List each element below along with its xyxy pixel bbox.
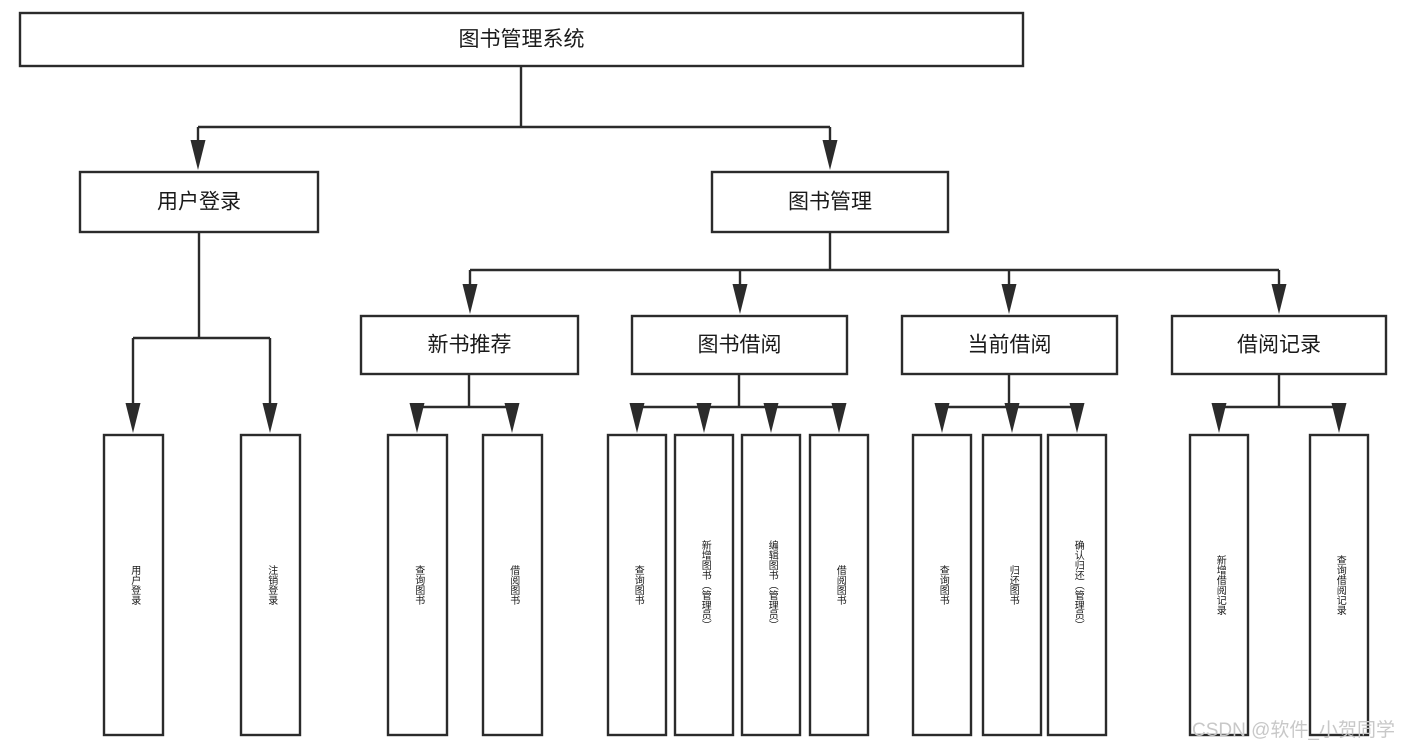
connector-group — [462, 232, 1287, 314]
node-box[interactable] — [386, 433, 449, 737]
connector-group — [934, 374, 1085, 433]
node-label: 图书管理系统 — [459, 28, 585, 51]
connector-arrowhead-icon — [934, 403, 950, 433]
node-leaf-10[interactable] — [1046, 433, 1108, 737]
node-box[interactable] — [911, 433, 973, 737]
node-box[interactable] — [673, 433, 735, 737]
connector-group — [125, 232, 278, 433]
node-box[interactable] — [1188, 433, 1250, 737]
node-level1-0[interactable]: 用户登录 — [78, 170, 320, 234]
node-leaf-9[interactable] — [981, 433, 1043, 737]
node-leaf-0[interactable] — [102, 433, 165, 737]
connector-arrowhead-icon — [1004, 403, 1020, 433]
node-leaf-12[interactable] — [1308, 433, 1370, 737]
connector-arrowhead-icon — [262, 403, 278, 433]
node-box[interactable] — [808, 433, 870, 737]
node-label: 当前借阅 — [968, 334, 1052, 357]
node-box[interactable] — [481, 433, 544, 737]
connector-arrowhead-icon — [462, 284, 478, 314]
connector-arrowhead-icon — [1001, 284, 1017, 314]
node-box[interactable] — [981, 433, 1043, 737]
connector-arrowhead-icon — [1211, 403, 1227, 433]
connector-group — [190, 66, 838, 170]
connector-group — [629, 374, 847, 433]
connector-group — [1211, 374, 1347, 433]
node-box[interactable] — [359, 314, 580, 376]
connector-arrowhead-icon — [831, 403, 847, 433]
connector-arrowhead-icon — [1271, 284, 1287, 314]
node-box[interactable] — [1170, 314, 1388, 376]
connector-arrowhead-icon — [504, 403, 520, 433]
node-box[interactable] — [1046, 433, 1108, 737]
node-label: 借阅记录 — [1237, 334, 1321, 357]
node-level2-2[interactable]: 当前借阅 — [900, 314, 1119, 376]
connector-arrowhead-icon — [125, 403, 141, 433]
node-leaf-4[interactable] — [606, 433, 668, 737]
node-level2-3[interactable]: 借阅记录 — [1170, 314, 1388, 376]
connector-arrowhead-icon — [1069, 403, 1085, 433]
connector-arrowhead-icon — [1331, 403, 1347, 433]
node-box[interactable] — [239, 433, 302, 737]
connector-arrowhead-icon — [763, 403, 779, 433]
node-leaf-1[interactable] — [239, 433, 302, 737]
node-level2-0[interactable]: 新书推荐 — [359, 314, 580, 376]
node-leaf-8[interactable] — [911, 433, 973, 737]
node-box[interactable] — [900, 314, 1119, 376]
node-leaf-6[interactable] — [740, 433, 802, 737]
node-box[interactable] — [630, 314, 849, 376]
node-leaf-3[interactable] — [481, 433, 544, 737]
node-level1-1[interactable]: 图书管理 — [710, 170, 950, 234]
node-box[interactable] — [78, 170, 320, 234]
connector-arrowhead-icon — [190, 140, 206, 170]
connector-arrowhead-icon — [696, 403, 712, 433]
node-leaf-7[interactable] — [808, 433, 870, 737]
node-level2-1[interactable]: 图书借阅 — [630, 314, 849, 376]
node-label: 用户登录 — [157, 191, 241, 214]
node-box[interactable] — [740, 433, 802, 737]
node-label: 新书推荐 — [428, 334, 512, 357]
node-box[interactable] — [1308, 433, 1370, 737]
connector-arrowhead-icon — [732, 284, 748, 314]
node-root[interactable]: 图书管理系统 — [18, 11, 1025, 68]
node-leaf-5[interactable] — [673, 433, 735, 737]
node-leaf-2[interactable] — [386, 433, 449, 737]
node-label: 图书管理 — [788, 191, 872, 214]
node-box[interactable] — [710, 170, 950, 234]
connector-arrowhead-icon — [629, 403, 645, 433]
connector-arrowhead-icon — [822, 140, 838, 170]
node-leaf-11[interactable] — [1188, 433, 1250, 737]
connector-group — [409, 374, 520, 433]
node-box[interactable] — [18, 11, 1025, 68]
csdn-watermark: CSDN @软件_小贺同学 — [1192, 720, 1395, 741]
node-label: 图书借阅 — [698, 334, 782, 357]
connector-arrowhead-icon — [409, 403, 425, 433]
node-box[interactable] — [102, 433, 165, 737]
node-box[interactable] — [606, 433, 668, 737]
